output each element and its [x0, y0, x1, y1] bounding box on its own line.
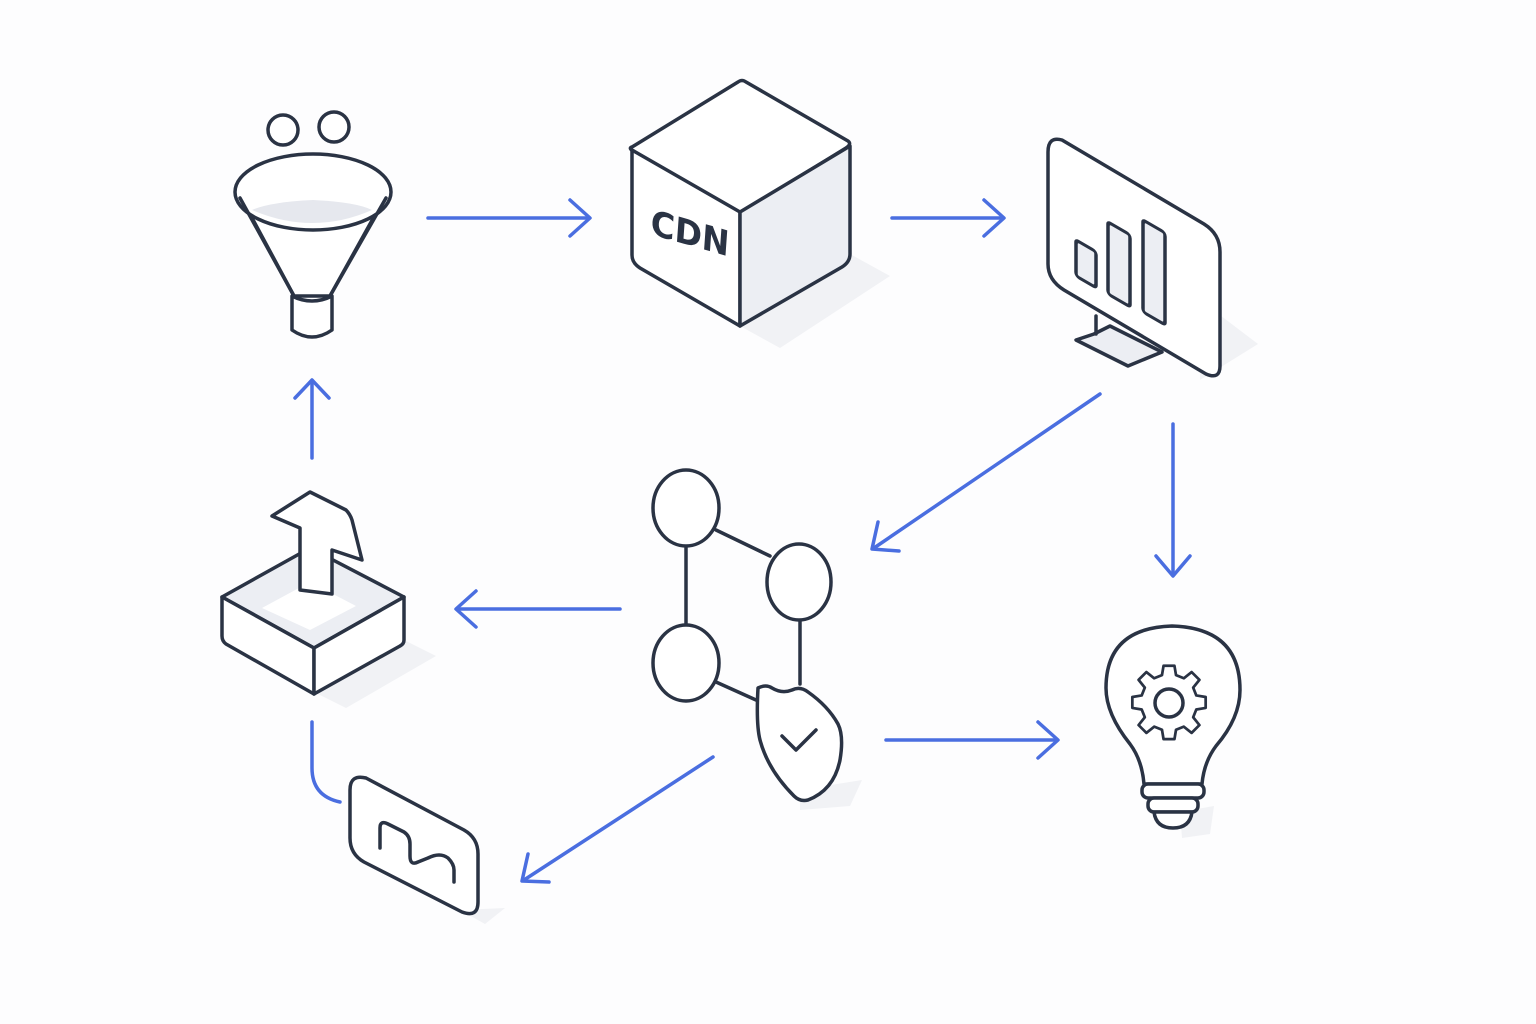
cdn-cube-icon: CDN — [628, 78, 890, 348]
arrow-monitor-to-network — [870, 392, 1102, 553]
funnel-icon — [233, 110, 393, 339]
arrow-funnel-to-cdn — [426, 198, 592, 238]
lightbulb-gear-icon — [1104, 624, 1242, 838]
arrow-network-to-idea — [884, 720, 1060, 760]
arrow-cdn-to-monitor — [890, 198, 1006, 238]
connector-upload-to-tag — [310, 720, 342, 804]
gear-icon — [1130, 664, 1208, 741]
tag-card-icon — [348, 775, 505, 924]
monitor-chart-icon — [1046, 137, 1258, 380]
arrow-network-to-tag — [520, 755, 715, 884]
network-shield-icon — [651, 468, 862, 810]
upload-box-icon — [220, 490, 436, 708]
arrow-upload-to-funnel — [293, 378, 331, 460]
arrow-monitor-to-idea — [1154, 422, 1192, 578]
arrow-network-to-upload — [454, 589, 622, 629]
